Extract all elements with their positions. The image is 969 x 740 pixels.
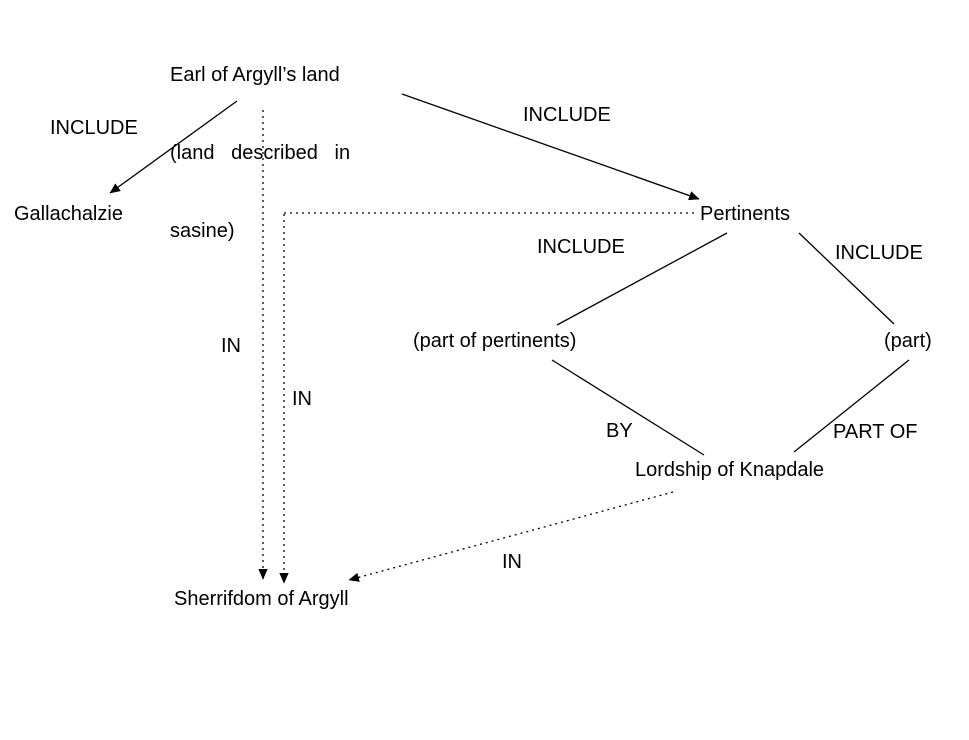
node-earl-line3: sasine) (170, 220, 235, 242)
edge-label-include-part-of-pertinents: INCLUDE (537, 236, 625, 258)
node-sherrifdom-of-argyll: Sherrifdom of Argyll (174, 588, 349, 610)
edge-label-include-gallachalzie: INCLUDE (50, 117, 138, 139)
edge-label-in-pertinents-to-sherrifdom: IN (292, 388, 312, 410)
node-gallachalzie: Gallachalzie (14, 203, 123, 225)
node-part: (part) (884, 330, 932, 352)
node-pertinents: Pertinents (700, 203, 791, 225)
edge-label-part-of: PART OF (833, 421, 918, 443)
edge-label-by: BY (606, 420, 633, 442)
edge-label-in-earl-to-sherrifdom: IN (221, 335, 241, 357)
node-earl-of-argylls-land: Earl of Argyll’s land (land described in… (170, 12, 350, 294)
edge-pertinents-include-part-of-pertinents (556, 232, 728, 326)
edge-part-of-pertinents-by-lordship (551, 359, 705, 456)
edge-earl-include-gallachalzie (109, 100, 238, 194)
edge-label-include-part: INCLUDE (835, 242, 923, 264)
node-earl-line2: (land described in (170, 142, 351, 164)
edge-label-in-lordship-to-sherrifdom: IN (502, 551, 522, 573)
edge-pertinents-include-part (798, 232, 895, 325)
edge-earl-include-pertinents (401, 93, 700, 201)
node-earl-line1: Earl of Argyll’s land (170, 64, 340, 86)
node-lordship-of-knapdale: Lordship of Knapdale (635, 459, 825, 481)
edge-label-include-pertinents: INCLUDE (523, 104, 611, 126)
edge-part-partof-lordship (793, 359, 910, 453)
edge-lordship-in-sherrifdom (348, 491, 674, 582)
node-part-of-pertinents: (part of pertinents) (413, 330, 577, 352)
